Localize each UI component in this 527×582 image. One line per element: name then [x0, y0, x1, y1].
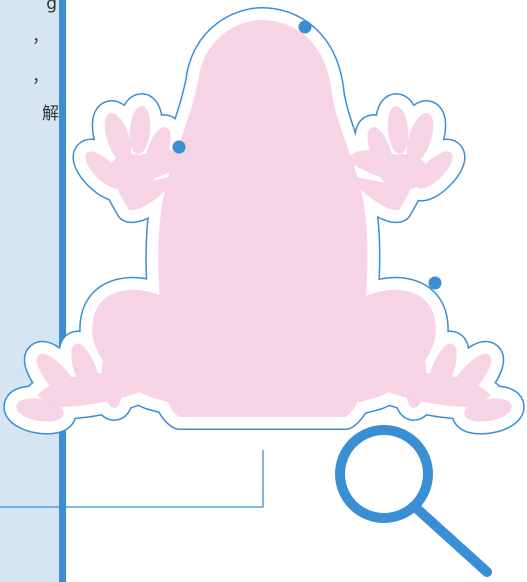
- magnifying-glass-icon: [340, 430, 487, 572]
- annotation-dot-leg: [429, 277, 442, 290]
- annotation-dot-head: [299, 21, 312, 34]
- annotation-dot-arm: [173, 141, 186, 154]
- frog-silhouette-icon: [17, 22, 511, 423]
- leader-line: [0, 450, 263, 507]
